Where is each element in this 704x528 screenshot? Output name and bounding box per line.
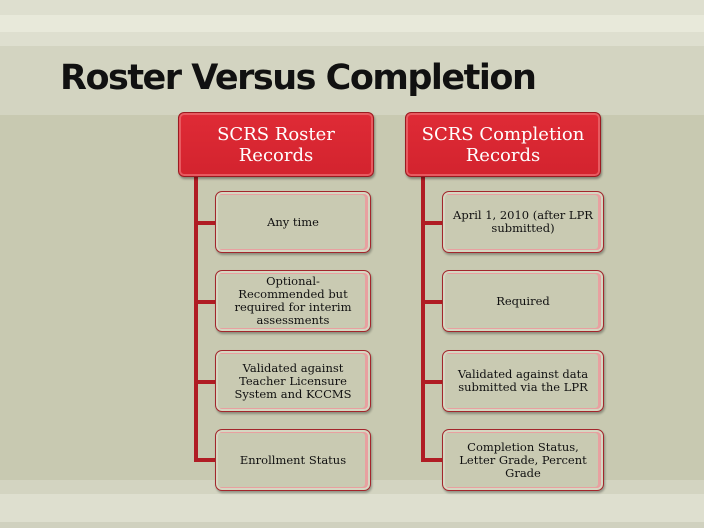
roster-item: Optional- Recommended but required for i… bbox=[215, 270, 371, 332]
bg-band bbox=[0, 46, 704, 115]
bg-band bbox=[0, 494, 704, 522]
completion-header: SCRS Completion Records bbox=[405, 112, 601, 177]
connector-line bbox=[421, 380, 443, 384]
completion-item: April 1, 2010 (after LPR submitted) bbox=[442, 191, 604, 253]
connector-line bbox=[194, 221, 216, 225]
completion-item: Validated against data submitted via the… bbox=[442, 350, 604, 412]
connector-line bbox=[421, 300, 443, 304]
slide-title: Roster Versus Completion bbox=[60, 58, 537, 98]
connector-line bbox=[194, 300, 216, 304]
bg-band bbox=[0, 15, 704, 32]
connector-line bbox=[421, 174, 425, 462]
roster-item: Validated against Teacher Licensure Syst… bbox=[215, 350, 371, 412]
roster-item: Enrollment Status bbox=[215, 429, 371, 491]
connector-line bbox=[421, 458, 443, 462]
roster-header: SCRS Roster Records bbox=[178, 112, 374, 177]
connector-line bbox=[421, 221, 443, 225]
bg-band bbox=[0, 0, 704, 15]
roster-item: Any time bbox=[215, 191, 371, 253]
bg-band bbox=[0, 32, 704, 46]
connector-line bbox=[194, 174, 198, 462]
completion-item: Required bbox=[442, 270, 604, 332]
bg-band bbox=[0, 522, 704, 528]
connector-line bbox=[194, 458, 216, 462]
connector-line bbox=[194, 380, 216, 384]
completion-item: Completion Status, Letter Grade, Percent… bbox=[442, 429, 604, 491]
